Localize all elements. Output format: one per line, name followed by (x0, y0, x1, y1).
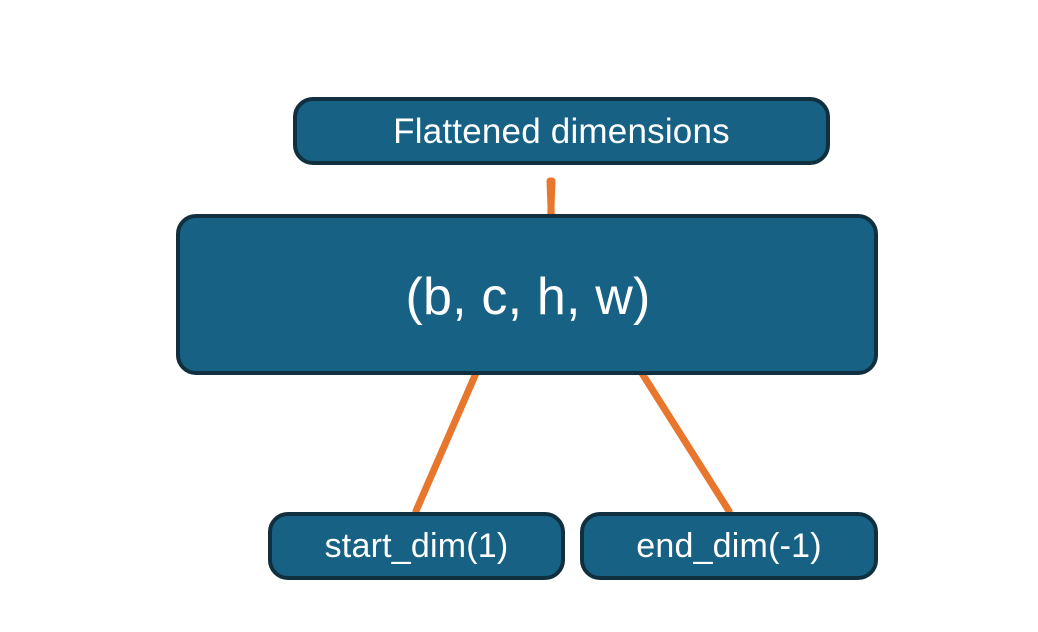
start-dim-node: start_dim(1) (268, 512, 565, 580)
flattened-dimensions-label: Flattened dimensions (393, 111, 730, 151)
end-dim-label: end_dim(-1) (636, 527, 822, 565)
start-dim-label: start_dim(1) (324, 527, 509, 565)
flattened-dimensions-node: Flattened dimensions (293, 97, 830, 165)
tensor-shape-node: (b, c, h, w) (176, 214, 878, 375)
tensor-shape-label: (b, c, h, w) (405, 267, 651, 326)
end-dim-node: end_dim(-1) (580, 512, 878, 580)
